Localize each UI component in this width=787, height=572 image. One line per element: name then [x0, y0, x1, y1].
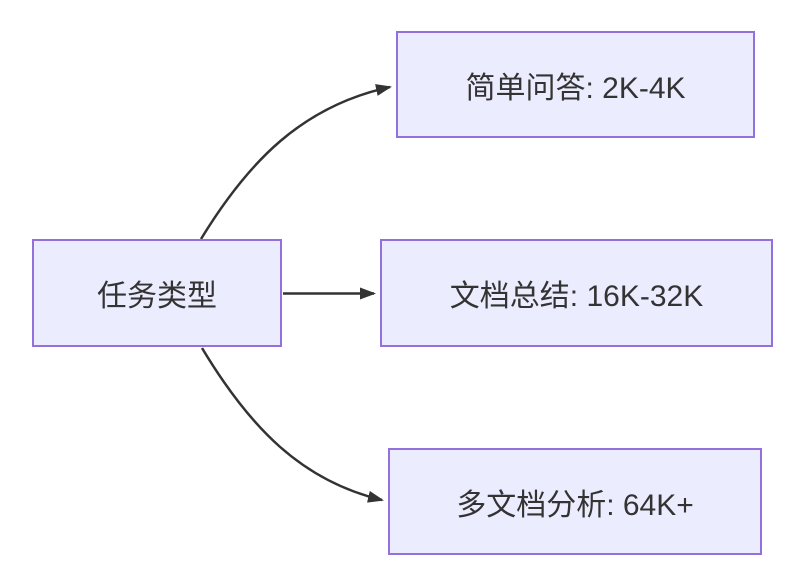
edge-task-type-to-multi-doc [200, 347, 384, 503]
node-multi-doc: 多文档分析: 64K+ [388, 448, 762, 555]
edge-task-type-to-simple-qa [199, 84, 392, 240]
node-task-type-label: 任务类型 [97, 280, 217, 313]
node-doc-summary: 文档总结: 16K-32K [380, 239, 773, 347]
node-simple-qa: 简单问答: 2K-4K [396, 31, 755, 138]
node-doc-summary-label: 文档总结: 16K-32K [449, 280, 704, 313]
node-task-type: 任务类型 [32, 239, 282, 347]
node-multi-doc-label: 多文档分析: 64K+ [456, 488, 694, 522]
node-simple-qa-label: 简单问答: 2K-4K [465, 71, 686, 105]
